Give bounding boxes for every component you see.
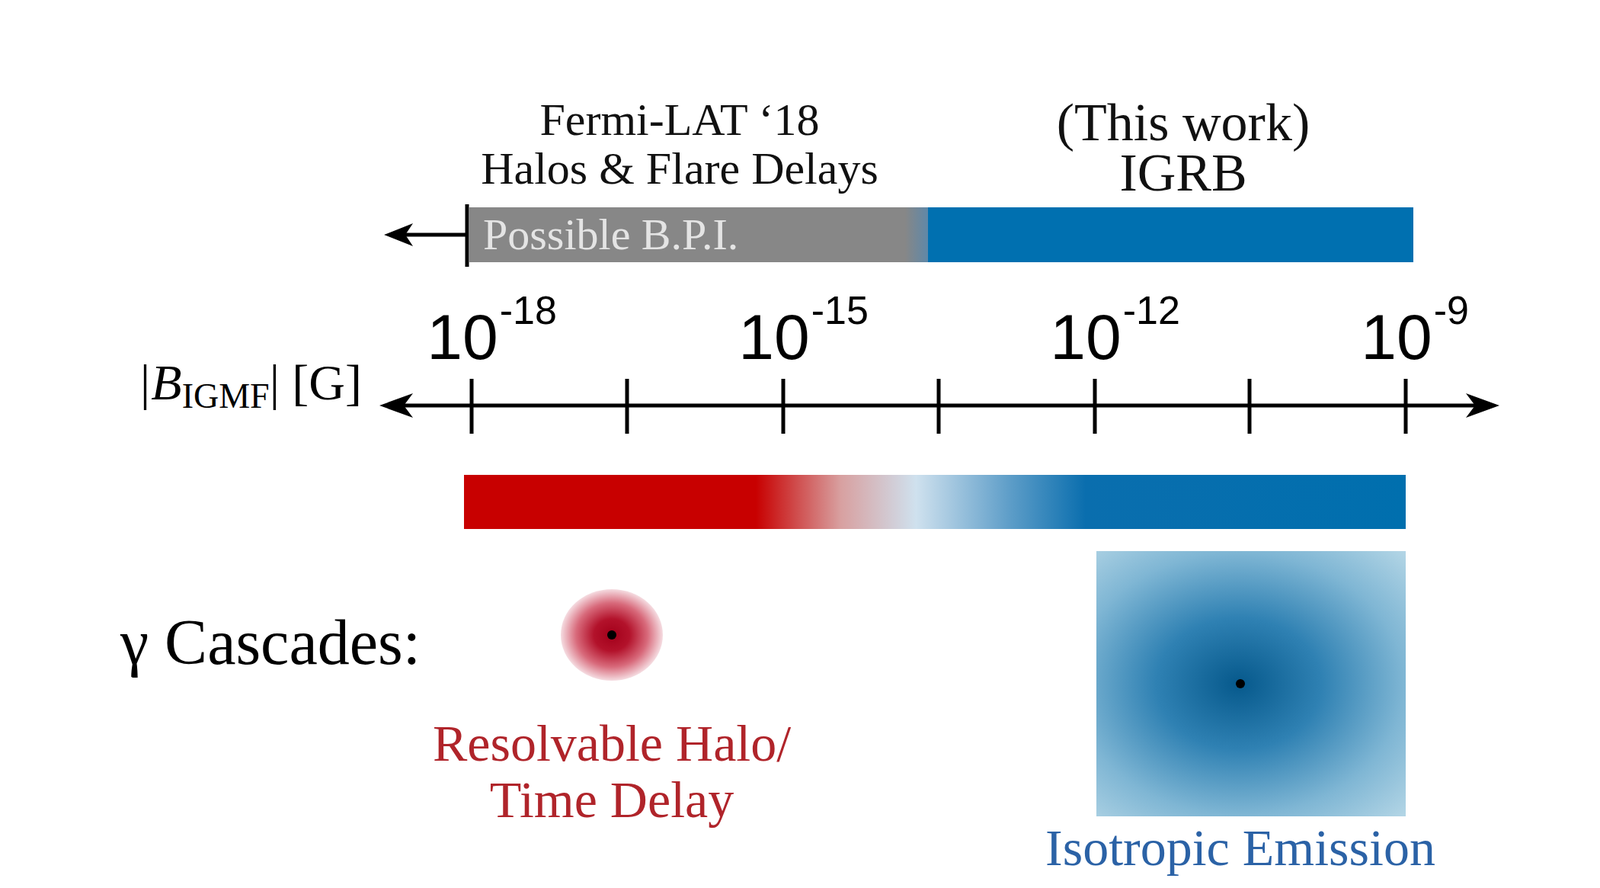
source-dot: [607, 630, 617, 640]
isotropic-figure: Isotropic Emission: [1096, 550, 1406, 816]
band-heading: Halos & Flare Delays: [480, 143, 879, 194]
tick-exponent: -15: [811, 288, 869, 333]
figure-caption: Resolvable Halo/ Time Delay: [406, 714, 818, 828]
tick-exponent: -9: [1433, 288, 1469, 333]
source-dot: [1096, 550, 1406, 816]
constraint-band: (This work)IGRB: [928, 207, 1414, 263]
axis-arrowhead: [379, 393, 413, 418]
row-label: γ Cascades:: [120, 607, 421, 678]
band-heading: IGRB: [1119, 143, 1247, 202]
axis-label: |B: [137, 355, 182, 411]
halo-glow: [560, 588, 663, 681]
axis-arrowhead: [1465, 393, 1500, 418]
field-axis: [396, 378, 1483, 434]
band-label: Possible B.P.I.: [483, 210, 739, 260]
axis-label-subscript: IGMF: [182, 377, 270, 416]
halo-shape: [560, 588, 663, 681]
source-dot: [1235, 678, 1245, 688]
limit-band: Fermi-LAT ‘18Halos & Flare DelaysPossibl…: [469, 207, 928, 263]
tick-exponent: -12: [1123, 288, 1181, 333]
band-heading: Fermi-LAT ‘18: [539, 94, 820, 145]
tick-label: 10: [1360, 301, 1432, 372]
figure-caption: Isotropic Emission: [1045, 819, 1436, 877]
halo-figure: Resolvable Halo/ Time Delay: [560, 588, 663, 681]
tick-label: 10: [738, 301, 810, 372]
tick-label: 10: [1049, 301, 1121, 372]
tick-exponent: -18: [499, 288, 557, 333]
limit-marker: [403, 204, 468, 267]
tick-label: 10: [426, 301, 498, 372]
limit-arrowhead: [384, 223, 413, 247]
axis-label: | [G]: [269, 355, 362, 411]
color-scale-bar: [464, 474, 1406, 529]
band-heading: (This work): [1056, 92, 1310, 152]
